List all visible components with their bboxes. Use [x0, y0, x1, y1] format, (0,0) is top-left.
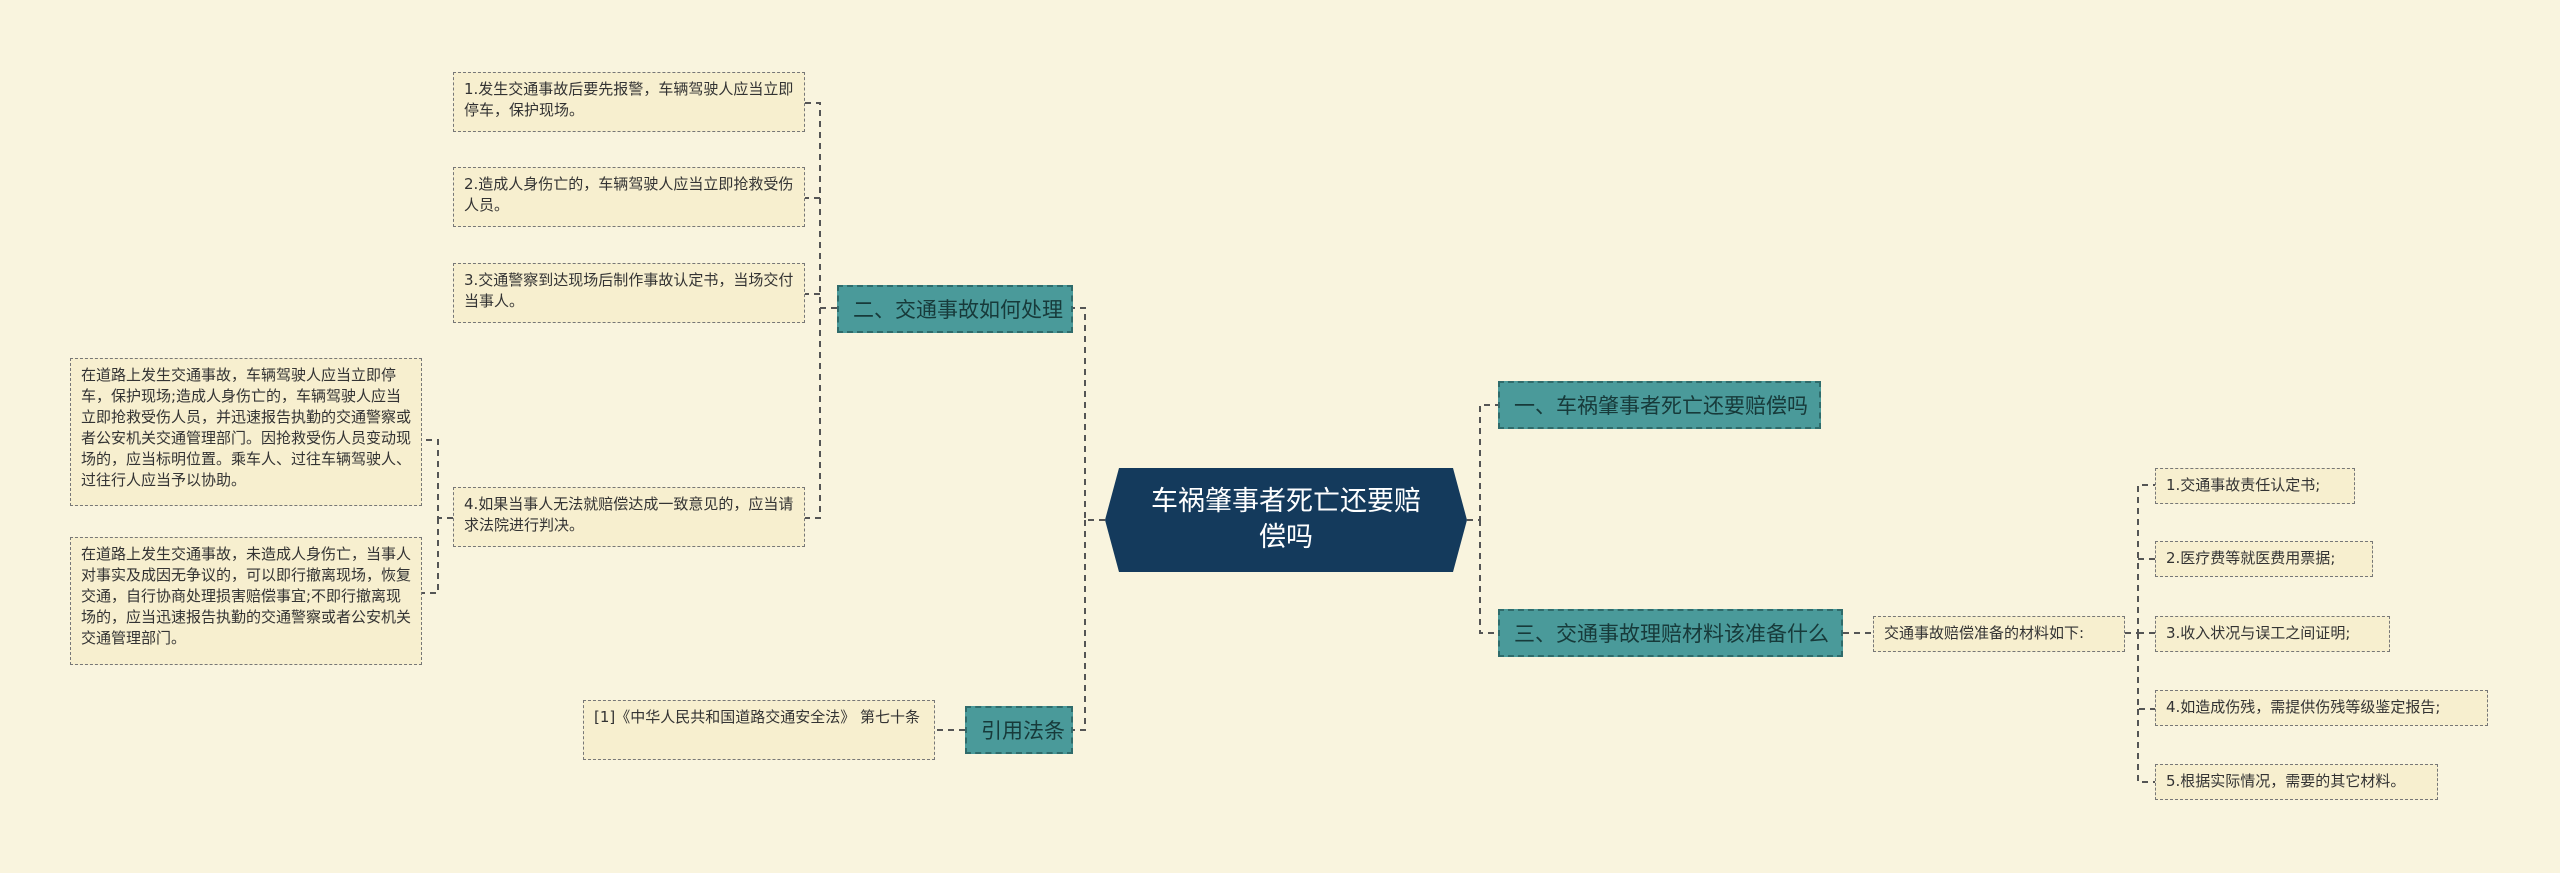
leaf-material-4[interactable]: 4.如造成伤残，需提供伤残等级鉴定报告; — [2155, 690, 2488, 726]
leaf-step-4-text: 4.如果当事人无法就赔偿达成一致意见的，应当请求法院进行判决。 — [464, 495, 794, 534]
root-title: 车祸肇事者死亡还要赔偿吗 — [1151, 486, 1421, 553]
leaf-step-4[interactable]: 4.如果当事人无法就赔偿达成一致意见的，应当请求法院进行判决。 — [453, 487, 805, 547]
leaf-material-1[interactable]: 1.交通事故责任认定书; — [2155, 468, 2355, 504]
leaf-material-4-text: 4.如造成伤残，需提供伤残等级鉴定报告; — [2166, 698, 2441, 716]
leaf-step-1-text: 1.发生交通事故后要先报警，车辆驾驶人应当立即停车，保护现场。 — [464, 80, 794, 119]
branch-compensation-question-label: 一、车祸肇事者死亡还要赔偿吗 — [1514, 394, 1808, 418]
leaf-material-3[interactable]: 3.收入状况与误工之间证明; — [2155, 616, 2390, 652]
branch-how-to-handle-label: 二、交通事故如何处理 — [853, 298, 1063, 322]
leaf-material-1-text: 1.交通事故责任认定书; — [2166, 476, 2321, 494]
leaf-step-3-text: 3.交通警察到达现场后制作事故认定书，当场交付当事人。 — [464, 271, 794, 310]
leaf-materials-intro-text: 交通事故赔偿准备的材料如下: — [1884, 624, 2085, 642]
leaf-material-2-text: 2.医疗费等就医费用票据; — [2166, 549, 2336, 567]
leaf-material-5[interactable]: 5.根据实际情况，需要的其它材料。 — [2155, 764, 2438, 800]
leaf-step-2-text: 2.造成人身伤亡的，车辆驾驶人应当立即抢救受伤人员。 — [464, 175, 794, 214]
branch-claim-materials[interactable]: 三、交通事故理赔材料该准备什么 — [1498, 609, 1843, 657]
leaf-detail-with-injury[interactable]: 在道路上发生交通事故，车辆驾驶人应当立即停车，保护现场;造成人身伤亡的，车辆驾驶… — [70, 358, 422, 506]
leaf-law-citation-text: [1]《中华人民共和国道路交通安全法》 第七十条 — [594, 708, 921, 726]
leaf-law-citation[interactable]: [1]《中华人民共和国道路交通安全法》 第七十条 — [583, 700, 935, 760]
leaf-detail-no-injury[interactable]: 在道路上发生交通事故，未造成人身伤亡，当事人对事实及成因无争议的，可以即行撤离现… — [70, 537, 422, 665]
leaf-materials-intro[interactable]: 交通事故赔偿准备的材料如下: — [1873, 616, 2125, 652]
branch-compensation-question[interactable]: 一、车祸肇事者死亡还要赔偿吗 — [1498, 381, 1821, 429]
leaf-material-5-text: 5.根据实际情况，需要的其它材料。 — [2166, 772, 2406, 790]
leaf-detail-with-injury-text: 在道路上发生交通事故，车辆驾驶人应当立即停车，保护现场;造成人身伤亡的，车辆驾驶… — [81, 366, 412, 489]
root-node[interactable]: 车祸肇事者死亡还要赔偿吗 — [1105, 468, 1467, 572]
branch-cited-law[interactable]: 引用法条 — [965, 706, 1073, 754]
leaf-step-1[interactable]: 1.发生交通事故后要先报警，车辆驾驶人应当立即停车，保护现场。 — [453, 72, 805, 132]
leaf-material-3-text: 3.收入状况与误工之间证明; — [2166, 624, 2351, 642]
branch-claim-materials-label: 三、交通事故理赔材料该准备什么 — [1514, 622, 1829, 646]
branch-cited-law-label: 引用法条 — [981, 719, 1065, 743]
leaf-step-3[interactable]: 3.交通警察到达现场后制作事故认定书，当场交付当事人。 — [453, 263, 805, 323]
branch-how-to-handle[interactable]: 二、交通事故如何处理 — [837, 285, 1073, 333]
leaf-detail-no-injury-text: 在道路上发生交通事故，未造成人身伤亡，当事人对事实及成因无争议的，可以即行撤离现… — [81, 545, 412, 647]
leaf-material-2[interactable]: 2.医疗费等就医费用票据; — [2155, 541, 2373, 577]
leaf-step-2[interactable]: 2.造成人身伤亡的，车辆驾驶人应当立即抢救受伤人员。 — [453, 167, 805, 227]
